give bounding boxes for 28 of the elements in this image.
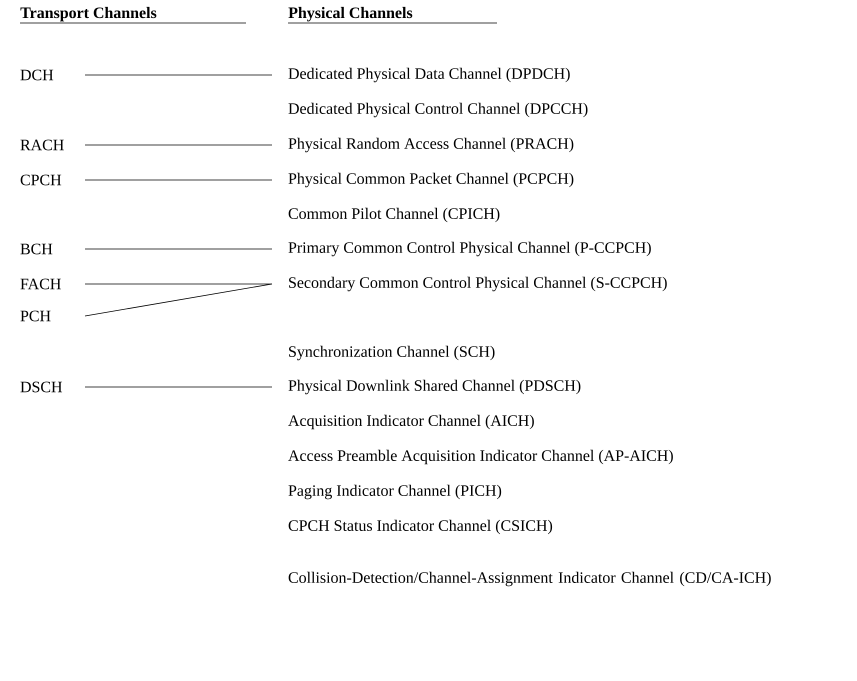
- channel-name: FACH: [20, 278, 61, 290]
- column-heading: Physical Channels: [288, 6, 498, 24]
- channel-name: Paging Indicator Channel (PICH): [288, 484, 502, 500]
- channel-name: Physical Random Access Channel (PRACH): [288, 138, 574, 152]
- connector-line: [84, 74, 272, 76]
- channel-name: Access Preamble Acquisition Indicator Channel (AP-AICH): [288, 450, 673, 464]
- connector-line: [84, 248, 272, 250]
- channel-name: Physical Downlink Shared Channel (PDSCH): [288, 380, 580, 394]
- channel-name: Collision-Detection/Channel-Assignment Indicator Channel (CD/CA-ICH): [288, 572, 771, 586]
- channel-name: DCH: [20, 70, 54, 80]
- connector-line: [84, 284, 272, 316]
- channel-name: Dedicated Physical Data Channel (DPDCH): [288, 68, 570, 82]
- channel-name: CPCH: [20, 174, 62, 186]
- channel-name: Synchronization Channel (SCH): [289, 346, 494, 360]
- channel-name: PCH: [20, 310, 51, 322]
- channel-name: CPCH Status Indicator Channel (CSICH): [288, 520, 552, 534]
- channel-name: Acquisition Indicator Channel (AICH): [288, 414, 534, 430]
- channel-name: RACH: [20, 140, 64, 150]
- channel-name: Dedicated Physical Control Channel (DPCCH): [288, 102, 588, 118]
- connector-line: [84, 144, 272, 146]
- column-heading: Transport Channels: [20, 6, 246, 24]
- channel-name: Secondary Common Control Physical Channel (S-CCPCH): [289, 276, 667, 292]
- channel-name: DSCH: [20, 382, 62, 392]
- channel-name: BCH: [20, 244, 52, 254]
- connector-line: [84, 386, 272, 388]
- channel-name: Physical Common Packet Channel (PCPCH): [288, 172, 574, 188]
- channel-name: Common Pilot Channel (CPICH): [288, 208, 500, 222]
- channel-name: Primary Common Control Physical Channel (P-CCPCH): [288, 242, 651, 256]
